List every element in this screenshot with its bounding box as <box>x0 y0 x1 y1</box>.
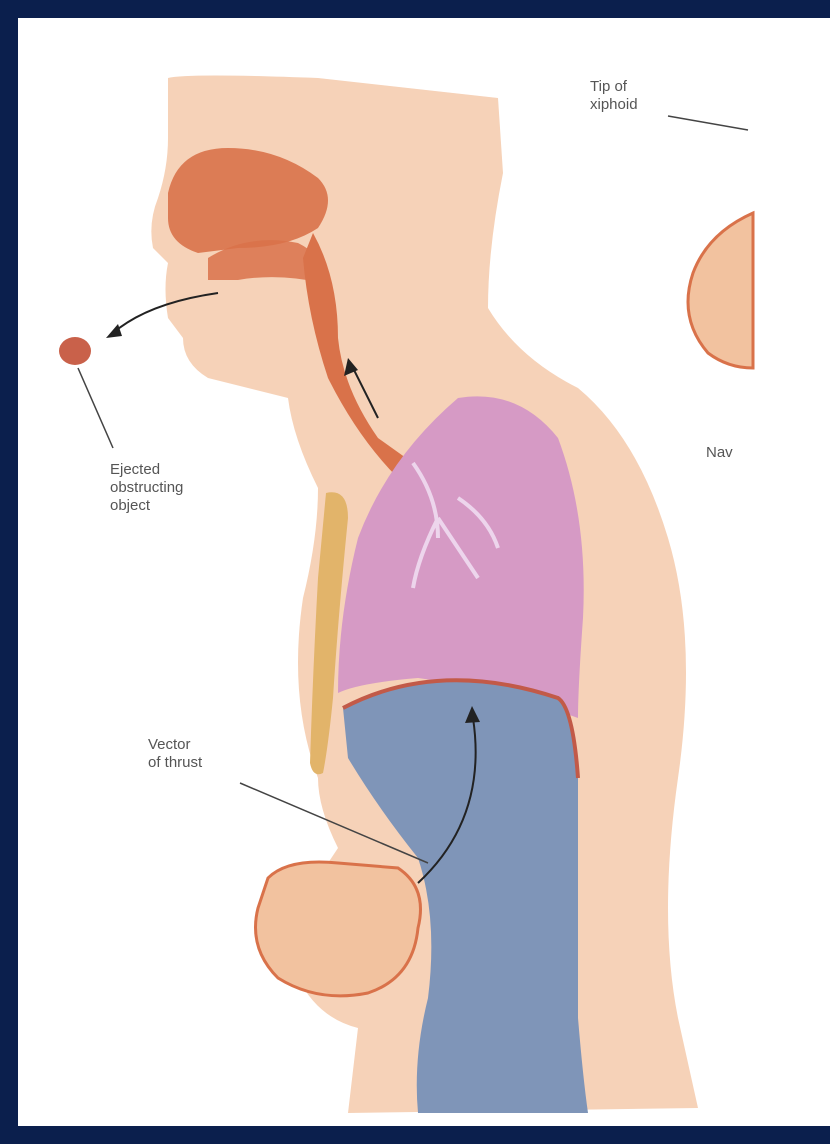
label-tip-of-xiphoid: Tip of xiphoid <box>590 78 638 114</box>
xiphoid-leader-line <box>668 116 748 130</box>
label-navel-partial: Nav <box>706 444 733 462</box>
rescuer-fist <box>256 862 421 996</box>
partial-fist-right <box>688 213 753 368</box>
ejection-arrow-head <box>106 324 122 338</box>
label-ejected-object: Ejected obstructing object <box>110 461 183 515</box>
label-vector-of-thrust: Vector of thrust <box>148 736 202 772</box>
ejected-object <box>59 337 91 365</box>
illustration-canvas: Tip of xiphoid Ejected obstructing objec… <box>18 18 830 1126</box>
heimlich-diagram <box>18 18 830 1126</box>
ejected-leader-line <box>78 368 113 448</box>
